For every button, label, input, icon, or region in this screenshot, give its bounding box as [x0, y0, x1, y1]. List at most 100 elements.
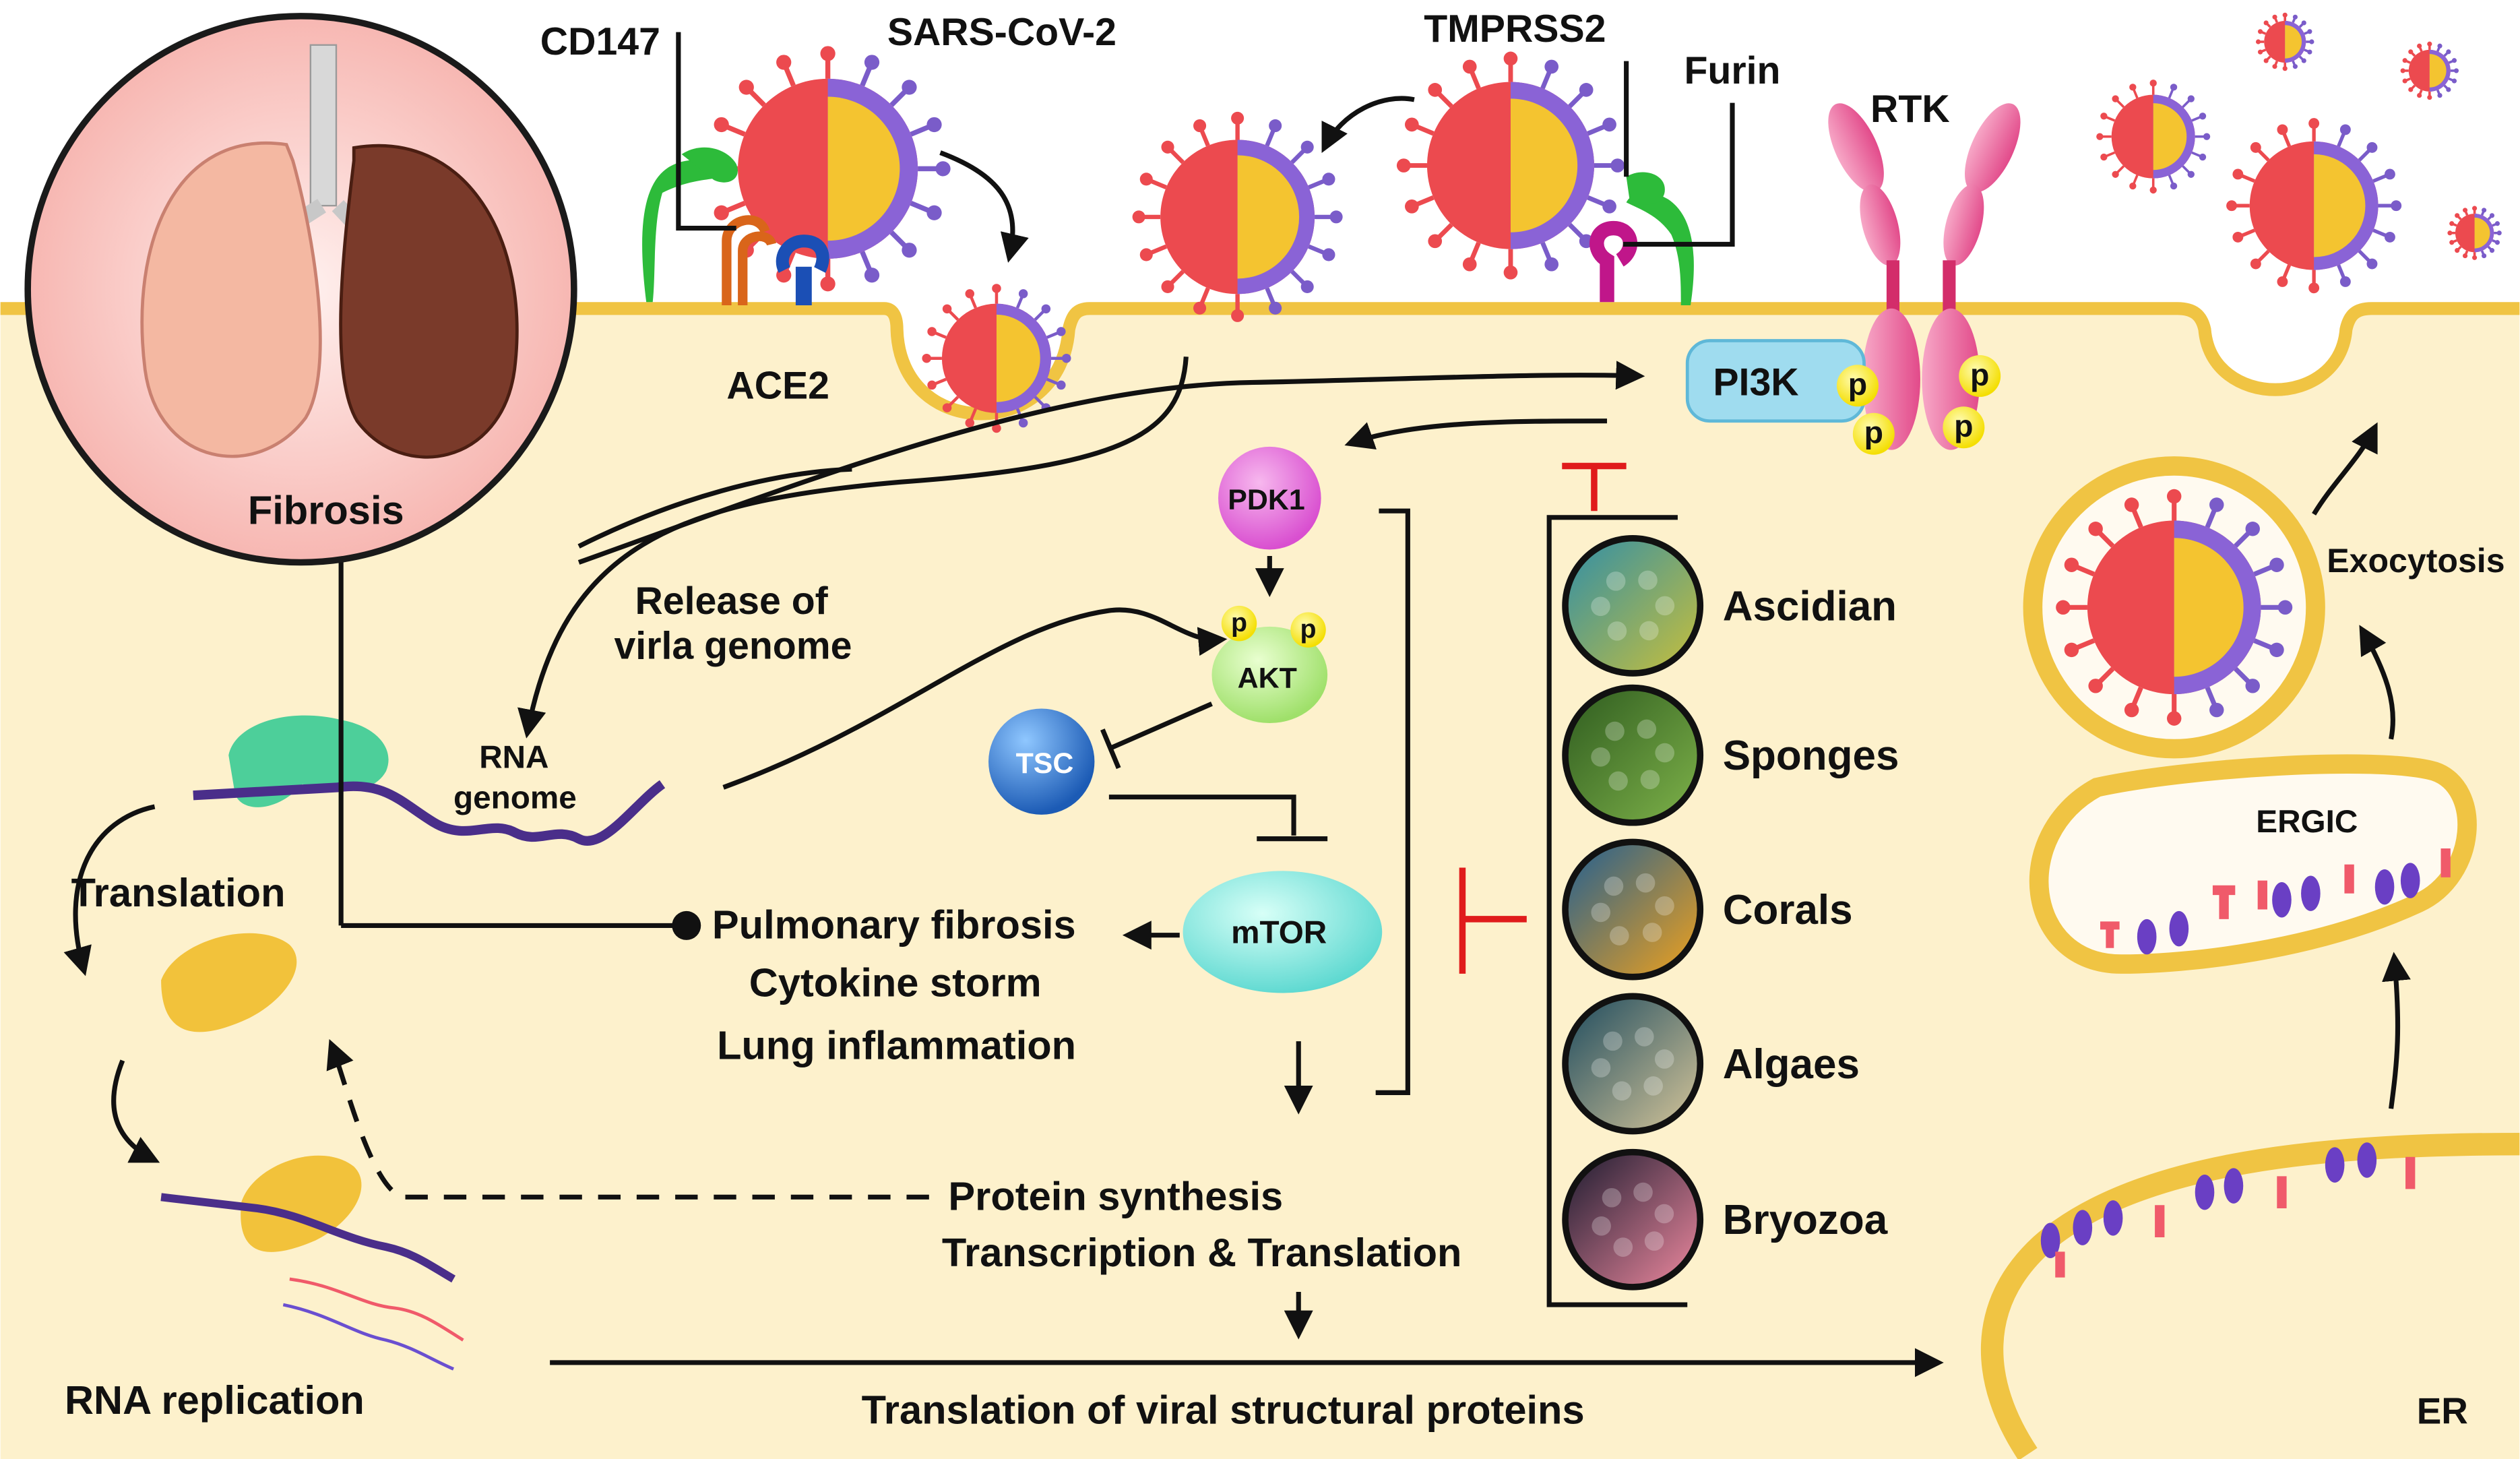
- virus-particle: [2226, 118, 2402, 294]
- cd147-label: CD147: [540, 20, 660, 63]
- organism-label: Sponges: [1723, 733, 1899, 779]
- ergic-membrane: [2029, 754, 2477, 974]
- lung-inflammation-label: Lung inflammation: [717, 1022, 1076, 1067]
- virus-particle: [1132, 111, 1343, 322]
- tsc-mtor-line: [1108, 795, 1296, 836]
- phospho-label: p: [1970, 357, 1989, 392]
- release-label-2: virla genome: [614, 625, 852, 668]
- rna-label-1: RNA: [479, 740, 548, 776]
- virus-particle: [2400, 41, 2459, 100]
- akt-node: [1211, 626, 1328, 723]
- rna-replication-label: RNA replication: [65, 1377, 365, 1423]
- cell-membrane: [0, 302, 2520, 421]
- virus-particle: [2447, 206, 2502, 260]
- virus-particle: [2096, 80, 2211, 194]
- phospho-label: p: [1864, 415, 1883, 450]
- rna-replica-2: [282, 1303, 454, 1371]
- transcription-translation-label: Transcription & Translation: [942, 1230, 1462, 1275]
- mtor-node: [1183, 871, 1383, 993]
- ace2-label: ACE2: [726, 364, 829, 407]
- pi3k-label: PI3K: [1713, 361, 1798, 404]
- er-ergic-arrow: [2382, 952, 2411, 1109]
- pdk1-node: [1218, 446, 1321, 550]
- cd147-receptor: [642, 147, 738, 303]
- organism-label: Algaes: [1723, 1041, 1860, 1088]
- translation-viral-label: Translation of viral structural proteins: [862, 1388, 1585, 1433]
- ergic-label: ERGIC: [2256, 804, 2358, 840]
- furin-label: Furin: [1684, 49, 1780, 92]
- rna-pi3k-arrow: [577, 361, 1645, 565]
- furin-leader: [1623, 102, 1735, 247]
- cytokine-storm-label: Cytokine storm: [749, 960, 1042, 1005]
- organism-algaes: Algaes: [1562, 993, 1860, 1135]
- ribosome-yellow-1: [161, 933, 297, 1032]
- translation-label: Translation: [71, 870, 286, 915]
- phospho-ball: [1836, 365, 1879, 407]
- release-label-1: Release of: [635, 580, 828, 623]
- er-label: ER: [2417, 1390, 2468, 1432]
- ergic-vesicle-arrow: [2359, 625, 2396, 740]
- phospho-ball: [1852, 412, 1895, 455]
- virus-particle: [2056, 489, 2293, 726]
- lungs-illustration: [140, 44, 519, 459]
- organism-bracket: [1546, 515, 1688, 1307]
- basigin-receptor: [722, 215, 777, 306]
- ace2-receptor: [776, 235, 829, 306]
- phospho-ball: [1221, 605, 1257, 642]
- akt-label: AKT: [1238, 662, 1297, 695]
- entry-arrow: [939, 150, 1029, 263]
- phospho-label: p: [1954, 408, 1973, 443]
- phospho-label: p: [1231, 608, 1247, 638]
- pdk1-label: PDK1: [1228, 484, 1304, 516]
- protein-synthesis-label: Protein synthesis: [948, 1173, 1283, 1218]
- organism-label: Corals: [1723, 887, 1853, 933]
- pi3k-pdk1-arrow: [1344, 418, 1608, 450]
- ribosome-arrow: [111, 1059, 160, 1163]
- er-proteins: [2040, 1142, 2416, 1278]
- release-arrow-2: [577, 466, 852, 549]
- organism-label: Bryozoa: [1723, 1197, 1888, 1243]
- akt-tsc-bar: [1100, 728, 1121, 770]
- pulmonary-fibrosis-label: Pulmonary fibrosis: [712, 902, 1076, 947]
- exocytosis-label: Exocytosis: [2327, 542, 2505, 580]
- virus-particle: [2255, 12, 2314, 71]
- ergic-proteins: [2100, 848, 2451, 955]
- rna-replica-1: [289, 1277, 464, 1342]
- phospho-label: p: [1848, 367, 1867, 402]
- translation-arrow: [63, 804, 156, 976]
- virus-particle: [1396, 51, 1625, 280]
- virus-particle: [922, 284, 1071, 433]
- virus-particles: [705, 12, 2502, 726]
- rna-akt-arrow: [722, 607, 1228, 790]
- rna-strand-2: [160, 1193, 456, 1283]
- tsc-label: TSC: [1016, 747, 1074, 780]
- phospho-ball: [1290, 612, 1326, 648]
- virus-particle: [705, 46, 951, 292]
- rna-genome-strand: [193, 780, 666, 846]
- rtk-label: RTK: [1870, 88, 1950, 131]
- connectors: [63, 32, 2411, 1377]
- fibrosis-dot: [672, 910, 701, 940]
- rna-label-2: genome: [453, 780, 577, 815]
- furin-protease: [1589, 220, 1637, 303]
- akt-tsc-line: [1108, 702, 1213, 751]
- cd147-leader: [676, 32, 736, 231]
- exocytosis-arrow: [2312, 422, 2378, 516]
- fibrosis-label: Fibrosis: [248, 487, 404, 532]
- mtor-label: mTOR: [1231, 915, 1327, 951]
- phospho-label: p: [1300, 614, 1317, 644]
- organism-bryozoa: Bryozoa: [1562, 1148, 1888, 1291]
- organism-sponges: Sponges: [1562, 684, 1899, 826]
- tmprss2-arrow: [1321, 96, 1415, 154]
- tmprss2-label: TMPRSS2: [1424, 7, 1606, 51]
- organism-corals: Corals: [1562, 838, 1853, 981]
- release-arrow: [517, 356, 1189, 739]
- phospho-ball: [1943, 406, 1985, 449]
- bracket-right: [1375, 508, 1410, 1095]
- sars-label: SARS-CoV-2: [887, 11, 1116, 54]
- tmprss2-protease: [1626, 172, 1694, 306]
